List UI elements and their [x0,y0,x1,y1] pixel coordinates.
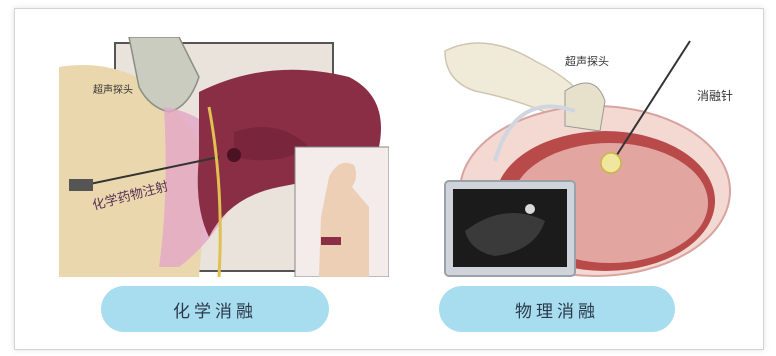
physical-ablation-caption: 物理消融 [439,286,675,332]
chemical-ablation-illustration [59,37,389,277]
chemical-ablation-caption: 化学消融 [101,286,329,332]
left-probe-label: 超声探头 [93,81,133,96]
needle-label: 消融针 [697,87,733,104]
figure-frame: 超声探头 化学药物注射 超声探头 消融针 化学消融 物理消融 [14,8,764,350]
right-probe-label: 超声探头 [565,53,609,69]
